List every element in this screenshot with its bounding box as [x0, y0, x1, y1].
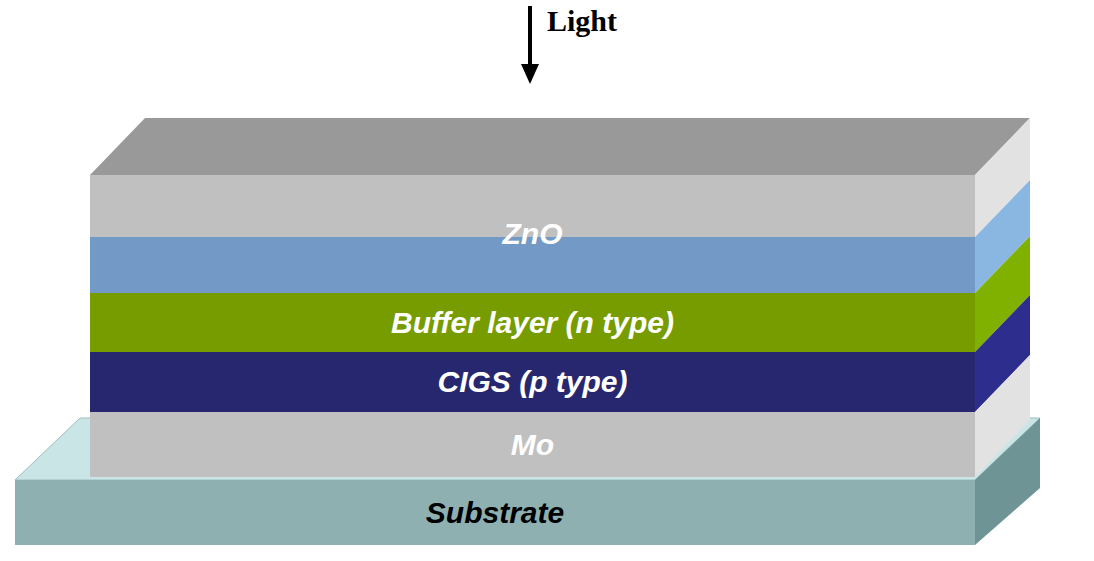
- layer-name: CIGS (p type): [437, 365, 627, 399]
- buffer-layer: Buffer layer (n type): [90, 293, 975, 352]
- stack-top: [90, 118, 1030, 175]
- mo-side: [975, 355, 1030, 477]
- mo-layer: Mo: [90, 412, 975, 477]
- layer-name: Substrate: [426, 496, 564, 530]
- light-label: Light: [547, 4, 617, 38]
- zno-layer: ZnO: [90, 175, 975, 293]
- cigs-layer: CIGS (p type): [90, 352, 975, 412]
- light-arrow: [528, 6, 532, 66]
- substrate-slab: Substrate: [15, 480, 975, 545]
- layer-name: Mo: [511, 428, 554, 462]
- layer-name: ZnO: [503, 217, 563, 251]
- layer-name: Buffer layer (n type): [391, 306, 674, 340]
- arrow-head: [521, 64, 539, 84]
